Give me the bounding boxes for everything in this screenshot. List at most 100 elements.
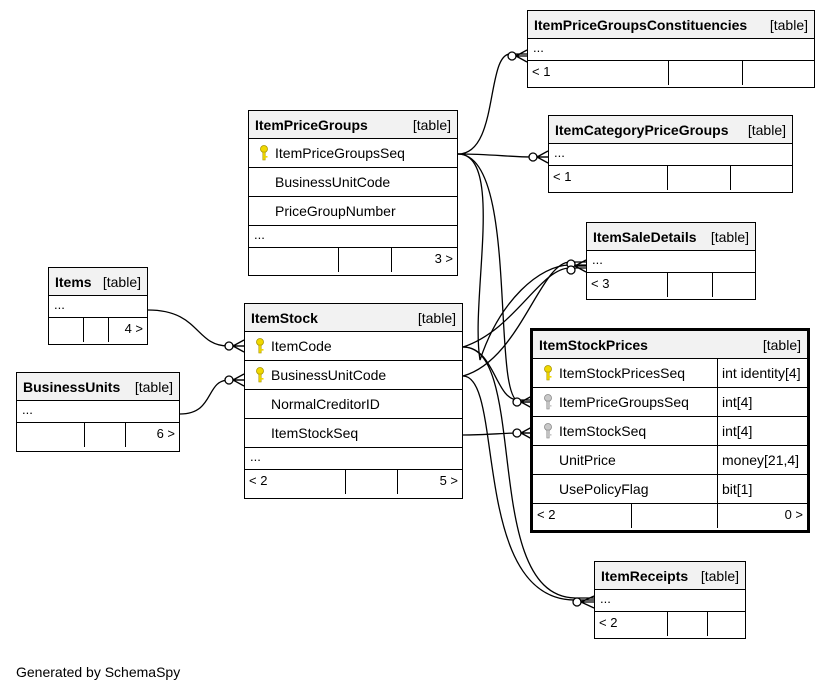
parents-count: < 1 [532,64,551,79]
table-footer: < 1 [528,61,814,85]
link-businessunits-itemstock [179,379,244,415]
columns-ellipsis: ... [249,226,457,248]
table-businessunits[interactable]: BusinessUnits [table] ... 6 > [16,372,180,452]
children-count: 6 > [156,426,175,441]
table-kind: [table] [700,568,739,584]
column-row: ItemStockSeq int[4] [533,417,807,446]
columns-ellipsis: ... [587,251,755,273]
table-itemreceipts[interactable]: ItemReceipts [table] ... < 2 [594,561,746,639]
table-header: Items [table] [49,268,147,296]
table-kind: [table] [747,122,786,138]
table-itempricegroups[interactable]: ItemPriceGroups [table] ItemPriceGroupsS… [248,110,458,276]
column-row: ItemPriceGroupsSeq [249,139,457,168]
table-name: BusinessUnits [23,379,121,395]
columns-ellipsis: ... [595,590,745,612]
link-items-itemstock [147,309,244,347]
table-kind: [table] [417,310,456,326]
link-pricegroups-stockprices [457,153,532,403]
columns-ellipsis: ... [245,448,462,470]
foreign-key-icon [544,423,552,439]
table-name: Items [55,274,92,290]
primary-key-icon [260,145,268,161]
table-itempricegroupsconstituencies[interactable]: ItemPriceGroupsConstituencies [table] ..… [527,10,815,88]
table-itemstock[interactable]: ItemStock [table] ItemCode BusinessUnitC… [244,303,463,499]
table-kind: [table] [412,117,451,133]
table-items[interactable]: Items [table] ... 4 > [48,267,148,345]
primary-key-icon [256,338,264,354]
column-row: ItemStockPricesSeq int identity[4] [533,359,807,388]
foreign-key-icon [544,394,552,410]
table-header: ItemSaleDetails [table] [587,223,755,251]
link-itemstock-receipts-2 [462,346,594,599]
table-kind: [table] [134,379,173,395]
table-name: ItemStock [251,310,318,326]
table-footer: 4 > [49,318,147,342]
primary-key-icon [544,365,552,381]
children-count: 4 > [124,321,143,336]
column-name: UnitPrice [559,452,616,468]
column-row: NormalCreditorID [245,390,462,419]
column-type: bit[1] [717,475,807,503]
parents-count: < 2 [249,473,268,488]
column-row: UnitPrice money[21,4] [533,446,807,475]
column-name: BusinessUnitCode [271,367,387,383]
table-footer: < 2 5 > [245,470,462,494]
column-name: PriceGroupNumber [275,203,396,219]
column-name: ItemStockPricesSeq [559,365,686,381]
column-row: UsePolicyFlag bit[1] [533,475,807,504]
column-row: ItemCode [245,332,462,361]
table-kind: [table] [769,17,808,33]
column-type: int identity[4] [717,359,807,387]
table-name: ItemSaleDetails [593,229,697,245]
column-type: int[4] [717,417,807,445]
columns-ellipsis: ... [528,39,814,61]
parents-count: < 2 [599,615,618,630]
column-name: UsePolicyFlag [559,481,649,497]
table-itemsaledetails[interactable]: ItemSaleDetails [table] ... < 3 [586,222,756,300]
link-itemstock-receipts-1 [462,375,594,601]
table-itemstockprices[interactable]: ItemStockPrices [table] ItemStockPricesS… [530,328,810,533]
link-pricegroups-constituencies [457,53,527,155]
table-header: ItemPriceGroupsConstituencies [table] [528,11,814,39]
table-footer: < 2 0 > [533,504,807,528]
column-name: NormalCreditorID [271,396,380,412]
parents-count: < 3 [591,276,610,291]
table-kind: [table] [102,274,141,290]
link-itemstock-saledetails-2 [462,261,586,377]
column-row: PriceGroupNumber [249,197,457,226]
table-footer: < 1 [549,166,792,190]
column-row: BusinessUnitCode [245,361,462,390]
table-header: BusinessUnits [table] [17,373,179,401]
column-row: BusinessUnitCode [249,168,457,197]
column-name: ItemStockSeq [271,425,359,441]
table-itemcategorypricegroups[interactable]: ItemCategoryPriceGroups [table] ... < 1 [548,115,793,193]
column-name: BusinessUnitCode [275,174,391,190]
columns-ellipsis: ... [549,144,792,166]
table-footer: < 2 [595,612,745,636]
column-type: money[21,4] [717,446,807,474]
table-name: ItemPriceGroupsConstituencies [534,17,748,33]
table-kind: [table] [710,229,749,245]
table-header: ItemStock [table] [245,304,462,332]
column-row: ItemPriceGroupsSeq int[4] [533,388,807,417]
children-count: 5 > [439,473,458,488]
columns-ellipsis: ... [49,296,147,318]
generated-by-credit: Generated by SchemaSpy [16,664,181,680]
column-name: ItemPriceGroupsSeq [559,394,689,410]
columns-ellipsis: ... [17,401,179,423]
parents-count: < 1 [553,169,572,184]
column-name: ItemCode [271,338,332,354]
parents-count: < 2 [537,507,556,522]
column-type: int[4] [717,388,807,416]
table-name: ItemStockPrices [539,337,648,353]
table-name: ItemPriceGroups [255,117,368,133]
column-row: ItemStockSeq [245,419,462,448]
table-header: ItemStockPrices [table] [533,331,807,359]
table-name: ItemReceipts [601,568,689,584]
children-count: 3 > [434,251,453,266]
table-footer: 3 > [249,248,457,272]
table-header: ItemPriceGroups [table] [249,111,457,139]
table-header: ItemCategoryPriceGroups [table] [549,116,792,144]
column-name: ItemPriceGroupsSeq [275,145,405,161]
